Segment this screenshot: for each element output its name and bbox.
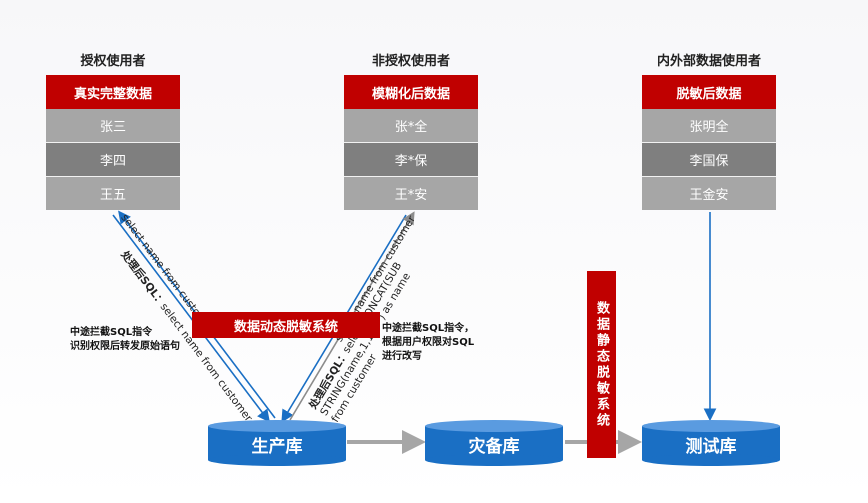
table-row: 张明全	[642, 109, 776, 142]
col-title-unauthorized: 非授权使用者	[371, 54, 450, 69]
database-test: 测试库	[642, 420, 780, 466]
table-row: 王*安	[344, 176, 478, 210]
database-label: 测试库	[685, 437, 737, 457]
table-row: 李四	[46, 142, 180, 176]
query-arrow-left-down	[112, 214, 270, 423]
table-unauthorized: 模糊化后数据 张*全 李*保 王*安	[344, 75, 478, 210]
database-icon	[208, 420, 346, 466]
table-header: 真实完整数据	[46, 75, 180, 109]
table-desensitized: 脱敏后数据 张明全 李国保 王金安	[642, 75, 776, 210]
table-authorized: 真实完整数据 张三 李四 王五	[46, 75, 180, 210]
note-left: 中途拦截SQL指令 识别权限后转发原始语句	[70, 327, 180, 352]
database-icon	[425, 420, 563, 466]
database-production: 生产库	[208, 420, 346, 466]
table-row: 王金安	[642, 176, 776, 210]
table-header: 模糊化后数据	[344, 75, 478, 109]
table-row: 王五	[46, 176, 180, 210]
database-icon	[642, 420, 780, 466]
database-label: 灾备库	[468, 437, 520, 457]
table-row: 李国保	[642, 142, 776, 176]
database-label: 生产库	[251, 437, 303, 457]
static-masking-system: 数据静态脱敏系统	[587, 271, 616, 458]
table-row: 张*全	[344, 109, 478, 142]
table-header: 脱敏后数据	[642, 75, 776, 109]
table-row: 李*保	[344, 142, 478, 176]
database-backup: 灾备库	[425, 420, 563, 466]
dynamic-masking-system: 数据动态脱敏系统	[192, 312, 380, 338]
note-right: 中途拦截SQL指令， 根据用户权限对SQL 进行改写	[382, 323, 475, 362]
col-title-authorized: 授权使用者	[80, 54, 146, 69]
table-row: 张三	[46, 109, 180, 142]
col-title-internal-external: 内外部数据使用者	[656, 54, 761, 69]
